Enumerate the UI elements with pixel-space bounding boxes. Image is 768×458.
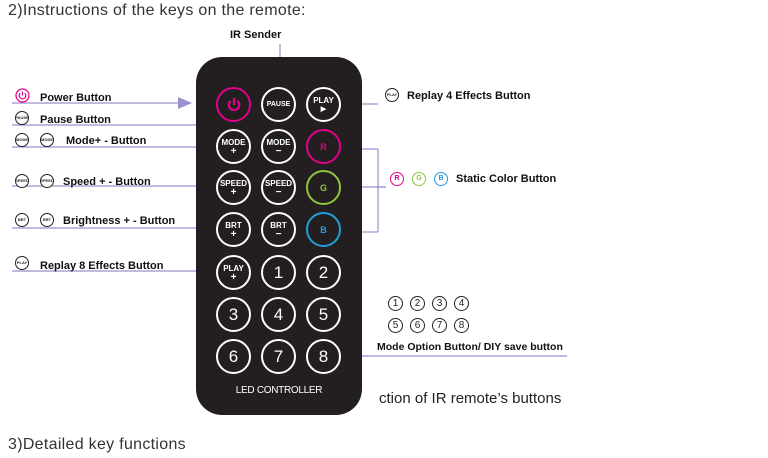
- r-mini-icon: R: [390, 172, 404, 186]
- speed-minus-mini-icon: SPEED: [40, 174, 54, 188]
- play-button[interactable]: PLAY ▶: [306, 87, 341, 122]
- plus-sign: +: [230, 228, 237, 240]
- minus-sign: −: [275, 186, 282, 198]
- brt-plus-button[interactable]: BRT +: [216, 212, 251, 247]
- remote-brand-label: LED CONTROLLER: [235, 385, 323, 396]
- blue-color-button[interactable]: B: [306, 212, 341, 247]
- pause-key-label: PAUSE: [266, 101, 291, 108]
- number-3-label: 3: [228, 304, 239, 324]
- play-key-label: PLAY: [313, 95, 334, 105]
- number-7-label: 7: [273, 346, 284, 366]
- number-icon-1: 1: [388, 296, 403, 311]
- brightness-button-label: Brightness + - Button: [63, 215, 176, 227]
- number-icon-7: 7: [432, 318, 447, 333]
- number-button-3[interactable]: 3: [216, 297, 251, 332]
- mode-option-label: Mode Option Button/ DIY save button: [377, 341, 563, 353]
- pause-button[interactable]: PAUSE: [261, 87, 296, 122]
- g-mini-icon: G: [412, 172, 426, 186]
- number-icon-6: 6: [410, 318, 425, 333]
- brt-minus-button[interactable]: BRT −: [261, 212, 296, 247]
- brt-minus-mini-icon: BRT: [40, 213, 54, 227]
- number-icon-4: 4: [454, 296, 469, 311]
- mode-plus-label: MODE: [221, 137, 246, 147]
- speed-plus-label: SPEED: [219, 178, 248, 188]
- mode-minus-mini-icon: MODE: [40, 133, 54, 147]
- number-button-4[interactable]: 4: [261, 297, 296, 332]
- static-color-label: Static Color Button: [456, 173, 557, 185]
- number-icon-2: 2: [410, 296, 425, 311]
- number-8-label: 8: [318, 346, 329, 366]
- play-plus-label: PLAY: [223, 263, 244, 273]
- mode-plus-mini-icon: MODE: [15, 133, 29, 147]
- mode-minus-label: MODE: [266, 137, 291, 147]
- replay-8-effects-label: Replay 8 Effects Button: [40, 260, 164, 272]
- green-color-button[interactable]: G: [306, 170, 341, 205]
- number-4-label: 4: [273, 304, 284, 324]
- number-button-6[interactable]: 6: [216, 339, 251, 374]
- red-color-button[interactable]: R: [306, 129, 341, 164]
- brt-plus-label: BRT: [225, 220, 242, 230]
- number-button-2[interactable]: 2: [306, 255, 341, 290]
- pause-mini-icon: PAUSE: [15, 111, 29, 125]
- play-mini-icon: PLAY: [385, 88, 399, 102]
- number-icon-5: 5: [388, 318, 403, 333]
- power-button[interactable]: [216, 87, 251, 122]
- power-icon: [15, 88, 30, 103]
- play-icon: ▶: [320, 105, 327, 113]
- brt-plus-mini-icon: BRT: [15, 213, 29, 227]
- power-button-label: Power Button: [40, 92, 112, 104]
- remote-controller: PAUSE PLAY ▶ MODE + MODE − R SPEED + SPE…: [196, 57, 362, 415]
- number-6-label: 6: [228, 346, 239, 366]
- b-key-label: B: [320, 224, 327, 235]
- mode-button-label: Mode+ - Button: [66, 135, 147, 147]
- ir-sender-label: IR Sender: [230, 29, 282, 41]
- plus-sign: +: [230, 186, 237, 198]
- number-icon-8: 8: [454, 318, 469, 333]
- number-button-7[interactable]: 7: [261, 339, 296, 374]
- minus-sign: −: [275, 145, 282, 157]
- section-3-heading: 3)Detailed key functions: [8, 436, 186, 453]
- speed-minus-button[interactable]: SPEED −: [261, 170, 296, 205]
- plus-sign: +: [230, 145, 237, 157]
- number-2-label: 2: [318, 262, 329, 282]
- mode-plus-button[interactable]: MODE +: [216, 129, 251, 164]
- number-button-1[interactable]: 1: [261, 255, 296, 290]
- pause-button-label: Pause Button: [40, 114, 111, 126]
- play-plus-button[interactable]: PLAY +: [216, 255, 251, 290]
- section-2-heading: 2)Instructions of the keys on the remote…: [8, 2, 306, 19]
- power-icon: [227, 97, 240, 111]
- minus-sign: −: [275, 228, 282, 240]
- speed-plus-mini-icon: SPEED: [15, 174, 29, 188]
- speed-button-label: Speed + - Button: [63, 176, 151, 188]
- replay-4-effects-label: Replay 4 Effects Button: [407, 90, 531, 102]
- plus-sign: +: [230, 271, 237, 283]
- r-key-label: R: [320, 141, 327, 152]
- speed-plus-button[interactable]: SPEED +: [216, 170, 251, 205]
- number-icon-3: 3: [432, 296, 447, 311]
- brt-minus-label: BRT: [270, 220, 287, 230]
- mode-minus-button[interactable]: MODE −: [261, 129, 296, 164]
- number-button-5[interactable]: 5: [306, 297, 341, 332]
- number-button-8[interactable]: 8: [306, 339, 341, 374]
- g-key-label: G: [319, 182, 327, 193]
- number-5-label: 5: [318, 304, 329, 324]
- number-1-label: 1: [273, 262, 284, 282]
- b-mini-icon: B: [434, 172, 448, 186]
- speed-minus-label: SPEED: [264, 178, 293, 188]
- figure-caption: ction of IR remote’s buttons: [379, 390, 562, 407]
- play-plus-mini-icon: PLAY: [15, 256, 29, 270]
